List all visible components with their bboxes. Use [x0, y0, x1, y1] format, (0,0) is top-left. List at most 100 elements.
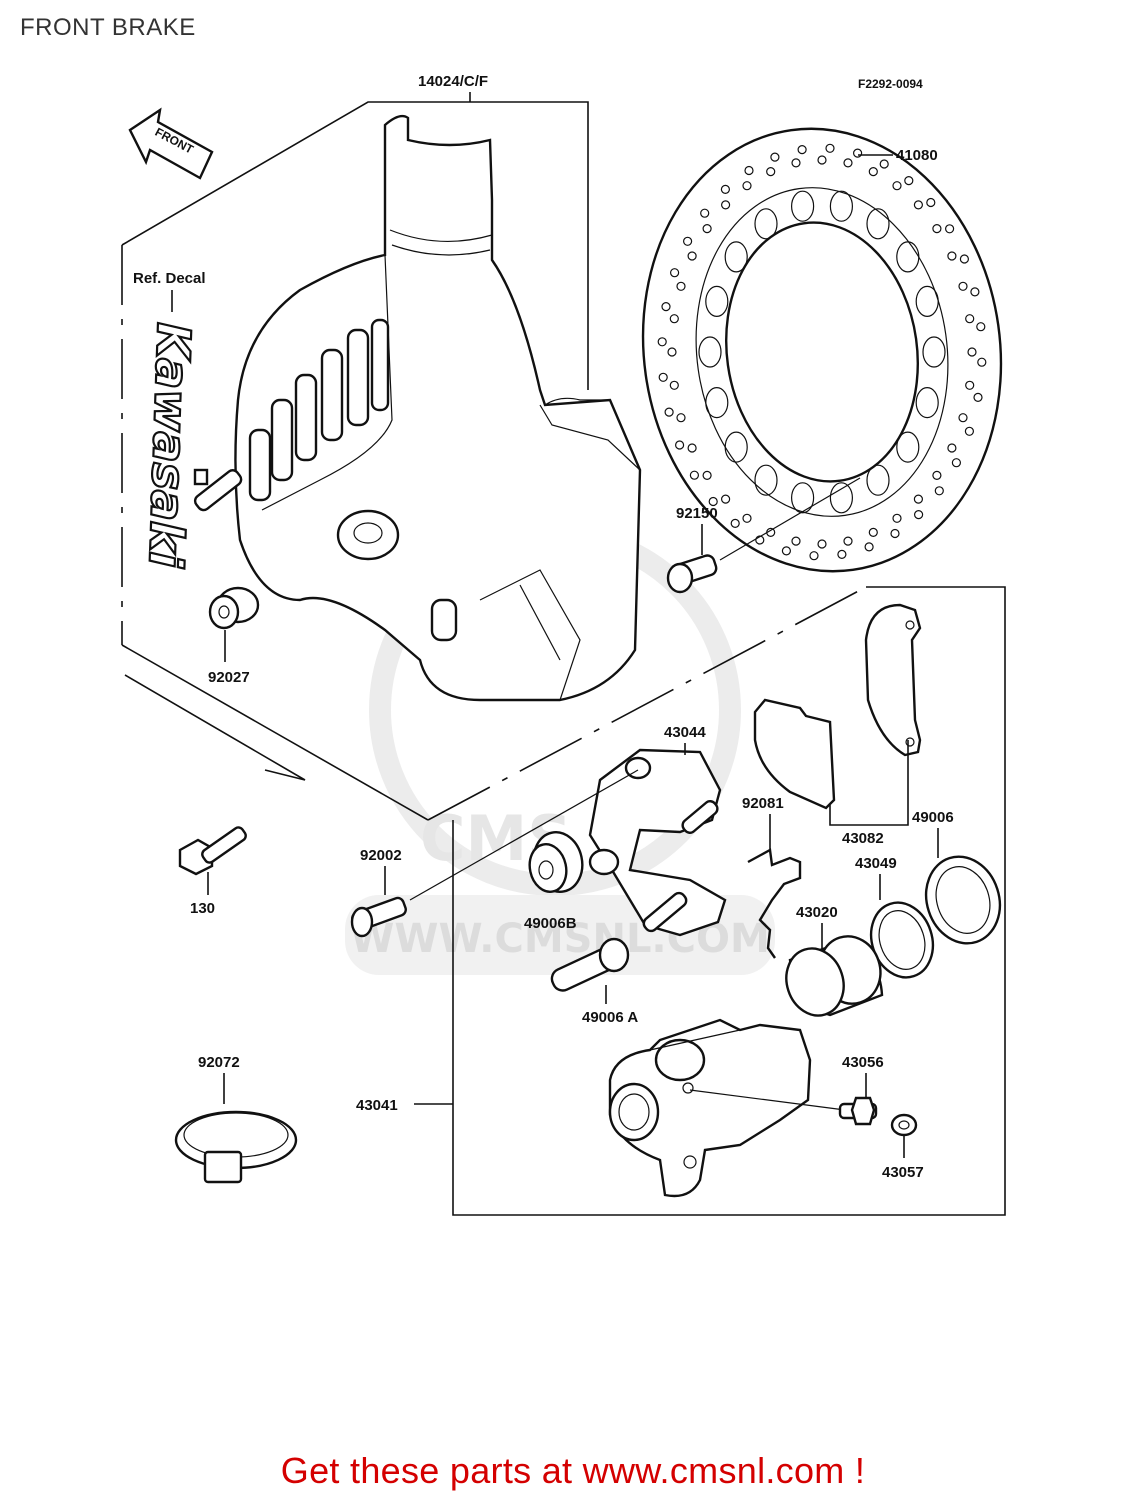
disc-outer-hole — [944, 224, 955, 234]
disc-outer-hole — [890, 528, 900, 539]
bolt-92002-part — [350, 769, 639, 938]
disc-outer-hole — [669, 268, 680, 278]
disc-outer-hole — [770, 152, 780, 162]
diagram-code: F2292-0094 — [858, 77, 923, 91]
disc-inner-hole — [724, 241, 748, 273]
disc-outer-hole — [682, 236, 693, 246]
label-43057: 43057 — [882, 1164, 924, 1181]
disc-outer-hole — [657, 337, 667, 347]
label-43020: 43020 — [796, 904, 838, 921]
pin-49006a-part — [550, 937, 630, 992]
boot-49006b-part — [528, 831, 584, 893]
disc-outer-hole — [913, 509, 924, 520]
label-49006: 49006 — [912, 809, 954, 826]
disc-outer-hole — [702, 470, 712, 480]
disc-outer-hole — [926, 197, 936, 208]
disc-outer-hole — [976, 322, 986, 332]
brake-disc-part — [641, 127, 1003, 573]
disc-outer-hole — [702, 224, 712, 234]
disc-outer-hole — [868, 167, 878, 177]
disc-inner-hole — [896, 431, 920, 463]
disc-inner-hole — [754, 464, 778, 496]
front-direction-arrow: FRONT — [128, 107, 214, 180]
disc-outer-hole — [817, 539, 827, 549]
disc-inner-hole — [829, 482, 854, 514]
disc-outer-hole — [913, 494, 924, 504]
disc-outer-hole — [973, 392, 983, 402]
disc-outer-hole — [947, 443, 957, 453]
disc-inner-hole — [705, 285, 729, 317]
disc-outer-hole — [904, 176, 914, 186]
disc-outer-hole — [958, 281, 968, 291]
disc-inner-hole — [922, 336, 946, 368]
disc-holes — [657, 143, 987, 561]
disc-outer-hole — [934, 486, 944, 496]
disc-outer-hole — [817, 155, 827, 165]
fork-cover-part — [234, 114, 642, 702]
disc-outer-hole — [965, 380, 975, 390]
ref-decal-label: Ref. Decal — [133, 270, 206, 287]
disc-outer-hole — [932, 470, 942, 480]
disc-outer-hole — [913, 200, 924, 210]
kawasaki-decal: Kawasaki — [137, 321, 202, 571]
disc-outer-hole — [864, 542, 874, 552]
label-43049: 43049 — [855, 855, 897, 872]
disc-outer-hole — [669, 380, 679, 390]
disc-outer-hole — [843, 536, 853, 546]
bleed-valve-43056-part — [838, 1096, 878, 1126]
label-92081: 92081 — [742, 795, 784, 812]
disc-outer-hole — [687, 443, 697, 453]
label-41080: 41080 — [896, 147, 938, 164]
label-92027: 92027 — [208, 669, 250, 686]
disc-outer-hole — [932, 224, 942, 234]
disc-outer-hole — [959, 254, 970, 264]
disc-outer-hole — [868, 527, 878, 538]
label-14024: 14024/C/F — [418, 73, 488, 90]
label-43056: 43056 — [842, 1054, 884, 1071]
disc-outer-hole — [947, 251, 957, 261]
upper-group-frame — [121, 101, 1006, 1216]
disc-outer-hole — [843, 158, 853, 168]
label-92150: 92150 — [676, 505, 718, 522]
disc-outer-hole — [700, 208, 710, 218]
disc-inner-hole — [866, 464, 890, 496]
label-92002: 92002 — [360, 847, 402, 864]
label-92072: 92072 — [198, 1054, 240, 1071]
disc-inner-hole — [698, 336, 722, 368]
disc-outer-hole — [689, 470, 700, 480]
seal-49006-part — [924, 855, 1002, 945]
disc-outer-hole — [967, 347, 977, 357]
disc-outer-hole — [766, 167, 776, 177]
disc-outer-hole — [852, 148, 863, 158]
bolt-92150-part — [666, 477, 861, 594]
disc-inner-hole — [790, 190, 815, 222]
brake-pads-43082-part — [753, 603, 922, 810]
disc-outer-hole — [797, 145, 807, 155]
disc-outer-hole — [965, 314, 975, 324]
footer-link-text[interactable]: Get these parts at www.cmsnl.com ! — [280, 1450, 866, 1491]
disc-outer-hole — [791, 536, 801, 546]
disc-inner-hole — [754, 208, 778, 240]
disc-outer-hole — [977, 357, 987, 367]
disc-inner-hole — [829, 190, 854, 222]
disc-outer-hole — [669, 314, 679, 324]
disc-outer-hole — [720, 184, 731, 194]
bolt-130-part — [178, 468, 247, 876]
disc-outer-hole — [781, 546, 792, 556]
label-43041: 43041 — [356, 1097, 398, 1114]
disc-outer-hole — [674, 440, 685, 450]
disc-outer-hole — [791, 158, 801, 168]
disc-inner-hole — [915, 387, 939, 419]
label-43044: 43044 — [664, 724, 706, 741]
disc-outer-hole — [676, 281, 686, 291]
page-title: FRONT BRAKE — [20, 14, 196, 41]
disc-outer-hole — [879, 159, 889, 169]
disc-inner-hole — [790, 482, 815, 514]
disc-inner-hole — [866, 208, 890, 240]
disc-inner-hole — [705, 387, 729, 419]
piston-43020-part — [785, 935, 884, 1017]
label-49006b: 49006B — [524, 915, 577, 932]
disc-outer-hole — [667, 347, 677, 357]
disc-outer-hole — [970, 287, 980, 297]
